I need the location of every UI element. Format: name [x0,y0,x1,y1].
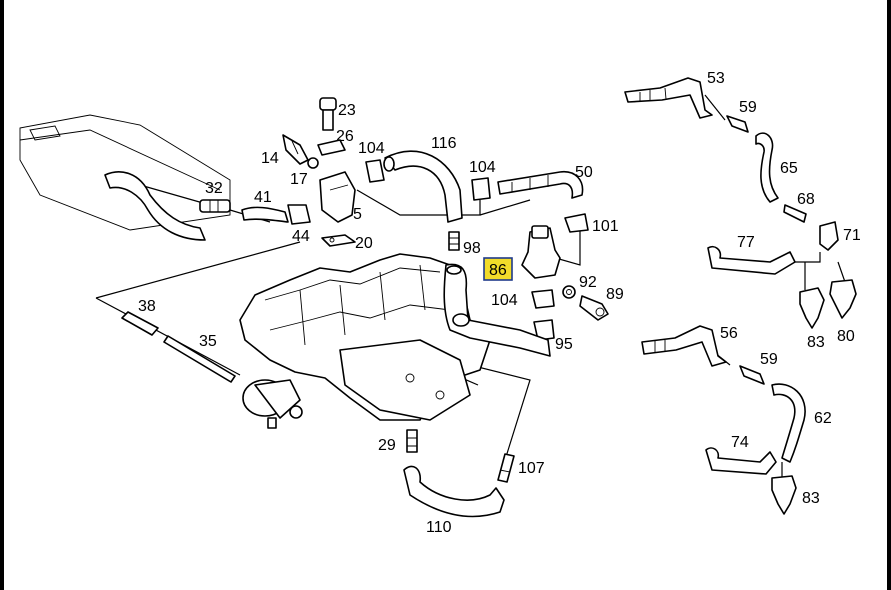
hose-left [104,171,206,241]
valve-83a [799,287,825,329]
fitting-59b [739,365,765,385]
connector-71 [819,221,839,251]
ring-17 [307,157,319,169]
clamp-95 [533,319,555,341]
label-68[interactable]: 68 [797,191,815,208]
label-35[interactable]: 35 [199,333,217,350]
highlight-box-86 [483,257,513,281]
washer-92 [562,285,576,299]
label-71[interactable]: 71 [843,227,861,244]
label-17[interactable]: 17 [290,171,308,188]
frame-left-edge [0,0,4,590]
fitting-32 [199,199,231,213]
hose-98-assembly [443,263,551,357]
valve-86 [521,225,561,279]
hose-65 [755,132,779,203]
label-50[interactable]: 50 [575,164,593,181]
label-32[interactable]: 32 [205,180,223,197]
label-53[interactable]: 53 [707,70,725,87]
part-labels: 23 26 116 104 14 17 104 50 32 41 5 44 20… [138,70,861,536]
clamp-104b [471,177,491,201]
line-53 [624,77,713,119]
nipple-29 [406,429,418,453]
label-101[interactable]: 101 [592,218,619,235]
nipple-107 [497,453,515,483]
label-92[interactable]: 92 [579,274,597,291]
hose-62 [771,383,806,463]
label-41[interactable]: 41 [254,189,272,206]
clamp-101 [564,213,589,233]
label-107[interactable]: 107 [518,460,545,477]
label-86[interactable]: 86 [489,262,507,279]
fitting-59a [726,115,749,133]
hose-116 [383,150,463,223]
bracket-26 [317,139,346,156]
intake-manifold [239,253,491,421]
label-14[interactable]: 14 [261,150,279,167]
label-89[interactable]: 89 [606,286,624,303]
bolt-89 [579,295,609,321]
label-29[interactable]: 29 [378,437,396,454]
hose-50 [497,170,584,199]
label-26[interactable]: 26 [336,128,354,145]
label-95[interactable]: 95 [555,336,573,353]
label-59-top[interactable]: 59 [739,99,757,116]
label-83-lower[interactable]: 83 [802,490,820,507]
pipe-38 [121,311,159,336]
bolt-23 [319,97,337,131]
label-5[interactable]: 5 [353,206,362,223]
label-23[interactable]: 23 [338,102,356,119]
label-44[interactable]: 44 [292,228,310,245]
valve-5 [319,171,356,223]
label-104-top[interactable]: 104 [358,140,385,157]
fitting-68 [783,204,807,223]
label-59-lower[interactable]: 59 [760,351,778,368]
label-110[interactable]: 110 [426,519,452,536]
valve-80 [829,279,857,319]
valve-83b [771,475,797,515]
label-62[interactable]: 62 [814,410,832,427]
nipple-98 [448,231,460,251]
clamp-104a [365,159,385,183]
label-104-lower[interactable]: 104 [491,292,518,309]
gasket-20 [321,234,356,247]
label-38[interactable]: 38 [138,298,156,315]
label-83-top[interactable]: 83 [807,334,825,351]
clamp-44 [287,204,311,225]
hose-110 [403,465,505,518]
label-74[interactable]: 74 [731,434,749,451]
label-65[interactable]: 65 [780,160,798,177]
label-77[interactable]: 77 [737,234,755,251]
actuator-component [242,379,303,429]
label-56[interactable]: 56 [720,325,738,342]
valve-cover-outline [19,114,231,231]
label-116[interactable]: 116 [431,135,457,152]
pipe-35 [163,335,236,383]
hose-41 [241,206,289,223]
label-104-right[interactable]: 104 [469,159,496,176]
line-56 [641,325,727,367]
label-20[interactable]: 20 [355,235,373,252]
label-98[interactable]: 98 [463,240,481,257]
frame-right-edge [887,0,891,590]
hose-74 [705,447,777,475]
hose-77 [707,245,796,275]
clamp-104c [531,289,555,309]
leader-lines [95,94,846,478]
sensor-14 [282,134,309,165]
label-80[interactable]: 80 [837,328,855,345]
